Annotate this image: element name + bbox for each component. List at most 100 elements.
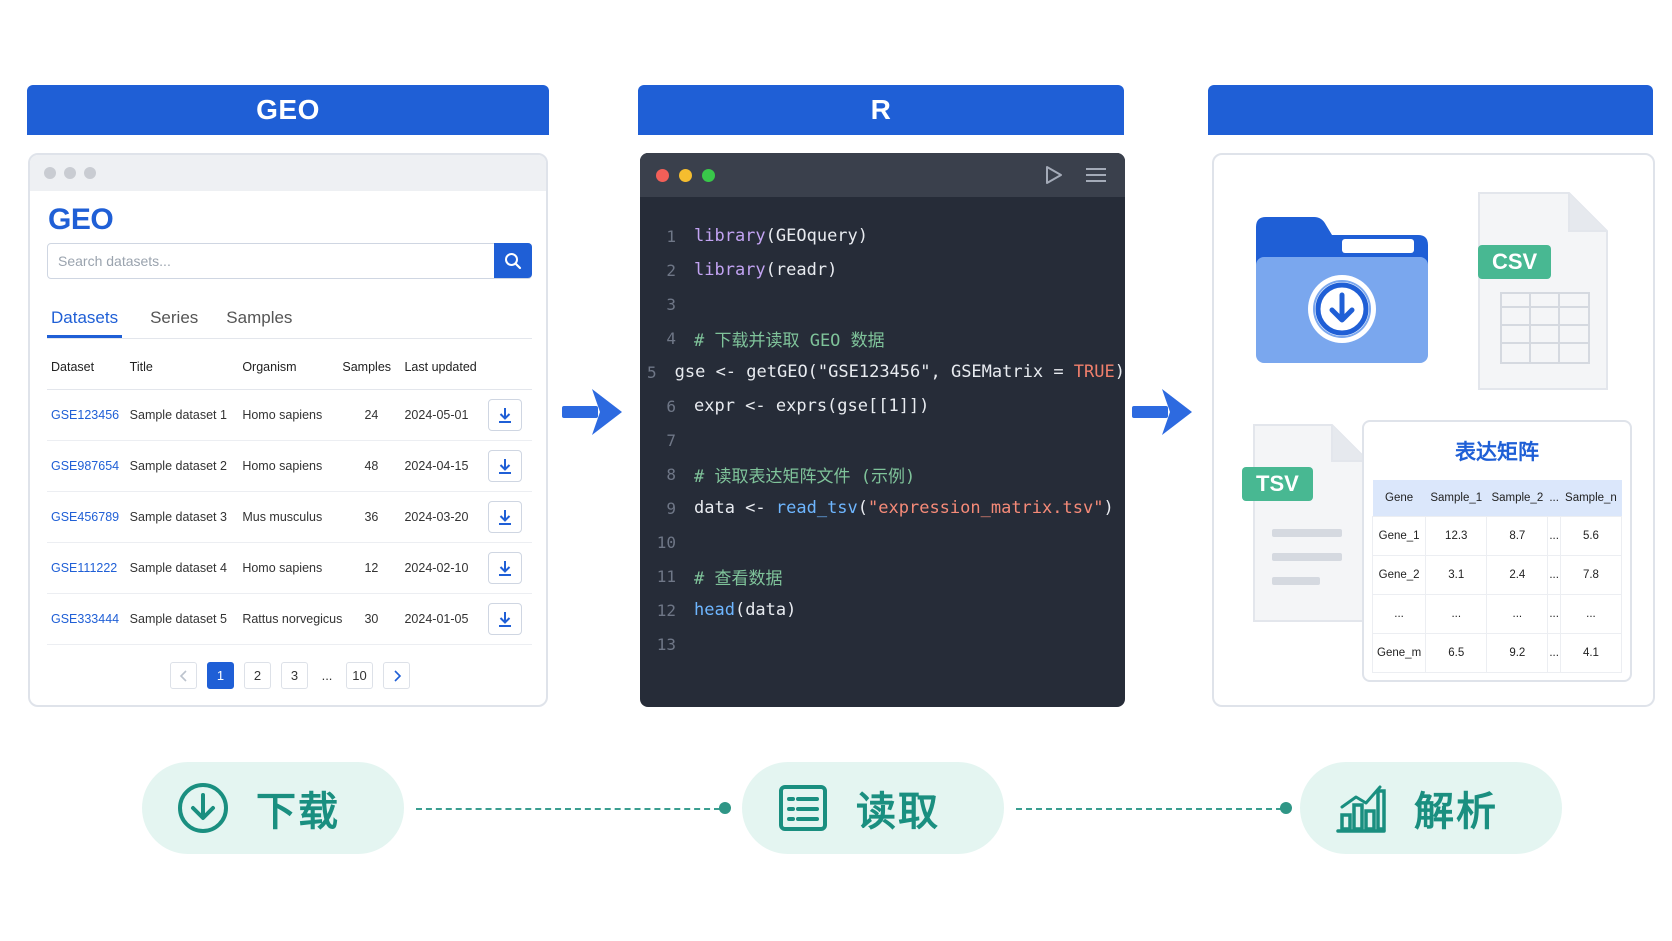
line-number: 7 <box>666 430 676 450</box>
matrix-cell: 5.6 <box>1559 515 1623 556</box>
dataset-title: Sample dataset 2 <box>125 440 239 492</box>
window-dot[interactable] <box>84 167 96 179</box>
download-button[interactable] <box>487 602 522 635</box>
flow-arrow-icon <box>562 389 622 435</box>
page-2-button[interactable]: 2 <box>244 662 271 689</box>
dataset-title: Sample dataset 1 <box>125 389 239 441</box>
flow-arrow-icon <box>1132 389 1192 435</box>
connector-dot <box>719 802 731 814</box>
download-button[interactable] <box>487 500 522 533</box>
dataset-link[interactable]: GSE987654 <box>47 440 126 492</box>
page-10-button[interactable]: 10 <box>346 662 373 689</box>
matrix-cell: Gene_m <box>1371 632 1427 673</box>
tab-series[interactable]: Series <box>150 308 199 327</box>
download-button[interactable] <box>487 551 522 584</box>
matrix-row: ... ... ... ... ... <box>1371 593 1623 634</box>
column-header[interactable]: Last updated <box>400 345 484 390</box>
run-icon[interactable] <box>1045 165 1063 185</box>
dataset-link[interactable]: GSE111222 <box>47 542 126 594</box>
step-read: 读取 <box>742 762 1004 854</box>
line-number: 4 <box>666 328 676 348</box>
dataset-link[interactable]: GSE456789 <box>47 491 126 543</box>
geo-logo: GEO <box>48 203 114 236</box>
close-dot[interactable] <box>656 168 669 182</box>
step-label: 解析 <box>1414 790 1498 834</box>
table-row: GSE333444 Sample dataset 5 Rattus norveg… <box>47 593 532 645</box>
r-panel-header: R <box>638 85 1124 135</box>
prev-page-button[interactable] <box>170 662 197 689</box>
line-number: 3 <box>666 294 676 314</box>
matrix-cell: 8.7 <box>1486 515 1549 556</box>
page-3-button[interactable]: 3 <box>281 662 308 689</box>
matrix-column-header: Gene <box>1372 480 1426 516</box>
dataset-samples: 30 <box>342 593 401 645</box>
column-header[interactable]: Dataset <box>47 345 126 390</box>
matrix-cell: ... <box>1547 515 1561 556</box>
line-number: 9 <box>666 498 676 518</box>
matrix-row: Gene_m 6.5 9.2 ... 4.1 <box>1371 632 1623 673</box>
minimize-dot[interactable] <box>679 168 692 182</box>
matrix-cell: 6.5 <box>1425 632 1488 673</box>
matrix-cell: ... <box>1547 632 1561 673</box>
dataset-title: Sample dataset 5 <box>125 593 239 645</box>
download-icon <box>498 407 511 423</box>
chevron-right-icon <box>393 669 401 682</box>
matrix-column-header: Sample_1 <box>1425 480 1487 516</box>
next-page-button[interactable] <box>383 662 410 689</box>
code-line: 4# 下载并读取 GEO 数据 <box>640 321 1125 355</box>
matrix-row: Gene_1 12.3 8.7 ... 5.6 <box>1371 515 1623 556</box>
matrix-table: Gene Sample_1 Sample_2 ... Sample_n Gene… <box>1371 480 1623 673</box>
matrix-cell: ... <box>1559 593 1623 634</box>
matrix-cell: 7.8 <box>1559 554 1623 595</box>
page-1-button[interactable]: 1 <box>207 662 234 689</box>
matrix-row: Gene_2 3.1 2.4 ... 7.8 <box>1371 554 1623 595</box>
dataset-title: Sample dataset 3 <box>125 491 239 543</box>
column-header[interactable]: Organism <box>238 345 343 390</box>
code-line: 8# 读取表达矩阵文件 (示例) <box>640 457 1125 491</box>
step-parse: 解析 <box>1300 762 1562 854</box>
connector-dot <box>1280 802 1292 814</box>
table-header-row: Dataset Title Organism Samples Last upda… <box>47 345 532 390</box>
dataset-organism: Mus musculus <box>238 491 343 543</box>
download-folder-icon <box>1256 217 1428 363</box>
tab-datasets[interactable]: Datasets <box>47 303 123 338</box>
geo-tabs: Datasets Series Samples <box>47 303 532 339</box>
search-input[interactable] <box>48 244 494 278</box>
dataset-link[interactable]: GSE123456 <box>47 389 126 441</box>
column-header[interactable]: Samples <box>342 345 401 390</box>
page-ellipsis: ... <box>321 668 333 683</box>
maximize-dot[interactable] <box>702 168 715 182</box>
matrix-column-header: Sample_n <box>1560 480 1622 516</box>
matrix-column-header: Sample_2 <box>1486 480 1548 516</box>
download-button[interactable] <box>487 449 522 482</box>
dataset-updated: 2024-01-05 <box>400 593 484 645</box>
dataset-updated: 2024-02-10 <box>400 542 484 594</box>
search-icon <box>505 252 522 269</box>
window-dot[interactable] <box>44 167 56 179</box>
line-number: 12 <box>656 600 676 620</box>
matrix-cell: Gene_2 <box>1371 554 1427 595</box>
search-button[interactable] <box>494 243 532 278</box>
download-button[interactable] <box>487 398 522 431</box>
matrix-cell: ... <box>1547 554 1561 595</box>
dataset-organism: Homo sapiens <box>238 389 343 441</box>
dataset-organism: Homo sapiens <box>238 542 343 594</box>
column-header[interactable]: Title <box>125 345 239 390</box>
tsv-badge: TSV <box>1242 467 1313 501</box>
window-dot[interactable] <box>64 167 76 179</box>
menu-icon[interactable] <box>1085 166 1107 184</box>
matrix-header-row: Gene Sample_1 Sample_2 ... Sample_n <box>1372 480 1622 516</box>
tab-samples[interactable]: Samples <box>226 308 293 327</box>
dataset-link[interactable]: GSE333444 <box>47 593 126 645</box>
matrix-cell: 12.3 <box>1425 515 1488 556</box>
dataset-organism: Rattus norvegicus <box>238 593 343 645</box>
download-icon <box>498 560 511 576</box>
geo-panel-header: GEO <box>27 85 549 135</box>
